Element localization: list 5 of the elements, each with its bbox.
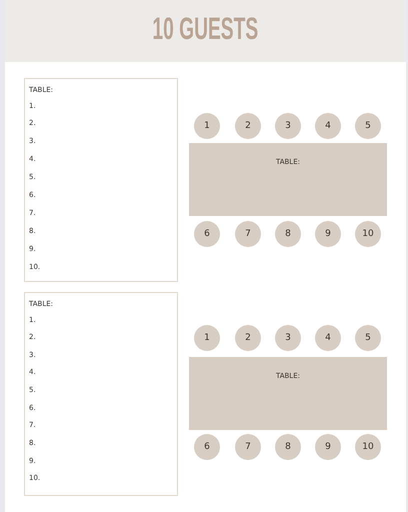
page-title: 10 GUESTS — [152, 13, 258, 45]
table-top — [189, 143, 387, 216]
guest-list-card — [24, 292, 178, 496]
guest-list-card — [24, 78, 178, 282]
table-top — [189, 357, 387, 430]
